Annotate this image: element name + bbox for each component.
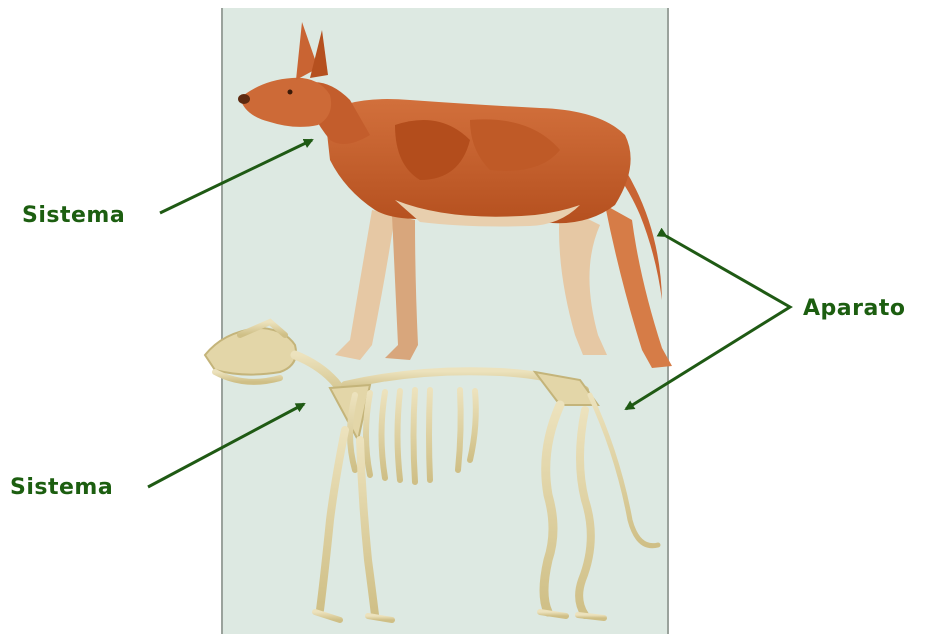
muscular-system-label: Sistema [22, 203, 125, 228]
apparatus-label: Aparato [803, 296, 905, 321]
skeletal-system-label: Sistema [10, 475, 113, 500]
